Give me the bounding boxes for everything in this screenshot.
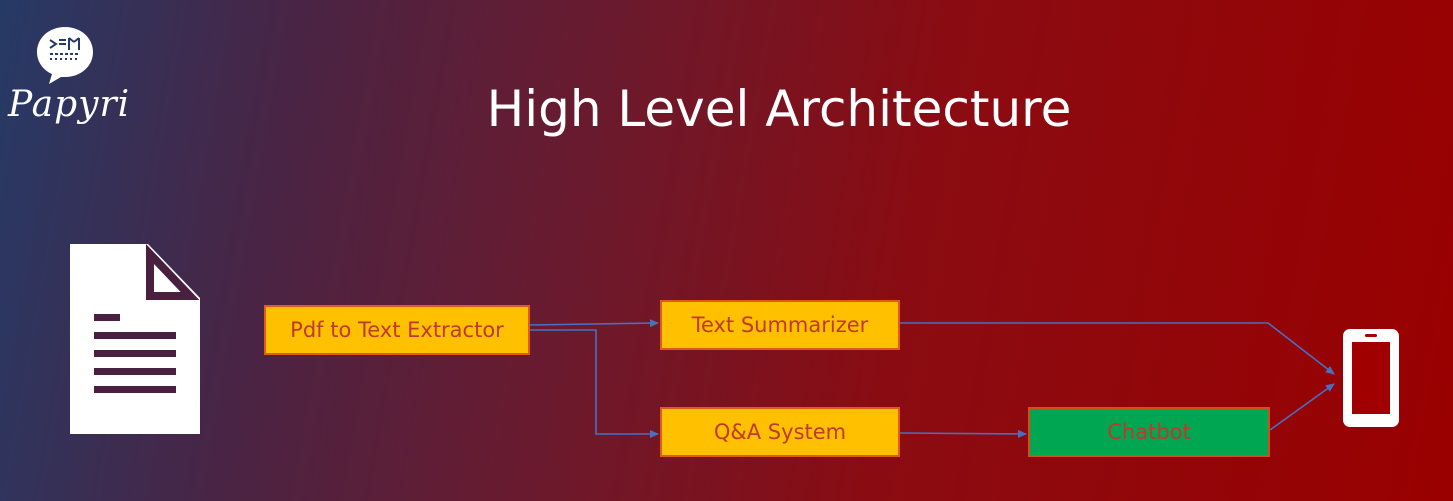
- connector-chatbot-phone: [1269, 383, 1335, 431]
- connector-summarizer-phone: [900, 322, 1335, 375]
- connector-extractor-qa: [530, 329, 659, 438]
- mobile-phone-icon: [1340, 326, 1402, 430]
- page-title: High Level Architecture: [486, 80, 1072, 138]
- connector-qa-chatbot: [899, 429, 1027, 438]
- node-qa-system: Q&A System: [660, 407, 900, 457]
- node-pdf-to-text-extractor: Pdf to Text Extractor: [264, 305, 530, 355]
- document-icon: [66, 240, 204, 438]
- logo-wordmark: Papyri: [8, 84, 131, 125]
- node-chatbot: Chatbot: [1028, 407, 1270, 457]
- speech-bubble-logo-icon: [34, 24, 96, 86]
- node-text-summarizer: Text Summarizer: [660, 300, 900, 350]
- connector-extractor-summarizer: [529, 319, 659, 328]
